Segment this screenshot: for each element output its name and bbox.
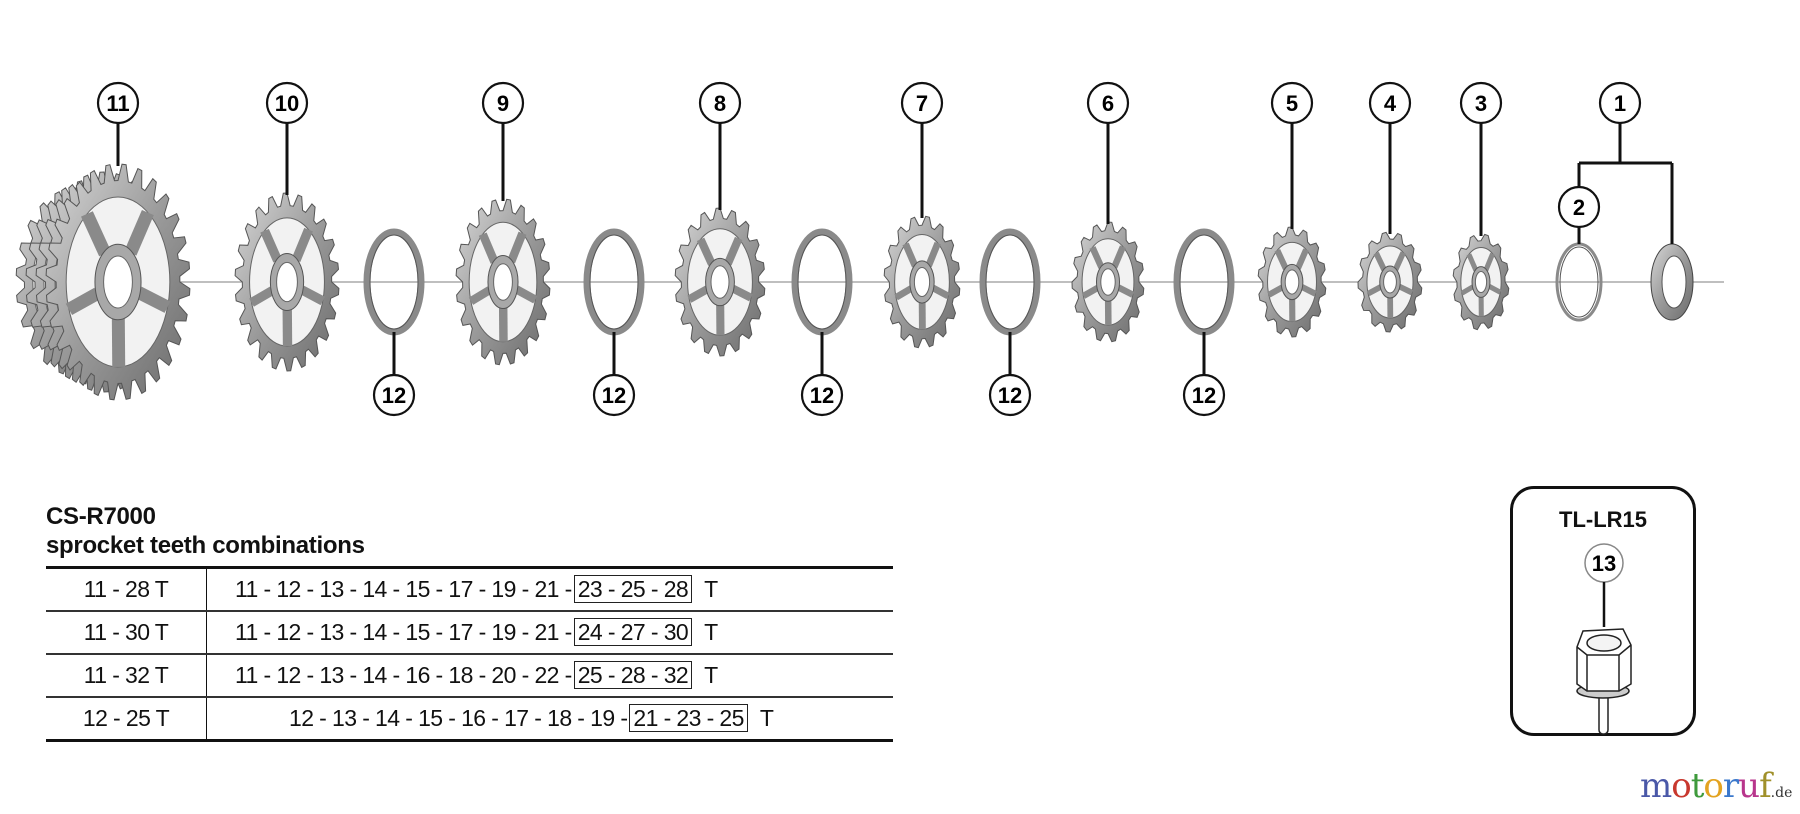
watermark-tld: .de bbox=[1770, 785, 1793, 801]
bracket-leader bbox=[1577, 123, 1674, 244]
watermark-letter: t bbox=[1690, 766, 1705, 806]
callout-spacer-number: 12 bbox=[810, 383, 834, 408]
lockring-1 bbox=[1650, 243, 1694, 321]
callout-7-number: 7 bbox=[916, 91, 928, 116]
table-subtitle: sprocket teeth combinations bbox=[46, 532, 365, 559]
sequence-text: 12 - 13 - 14 - 15 - 16 - 17 - 18 - 19 - bbox=[289, 705, 628, 731]
callout-3-number: 3 bbox=[1475, 91, 1487, 116]
callout-spacer-circle bbox=[800, 373, 844, 417]
callout-7-circle bbox=[900, 81, 944, 125]
callout-1-circle bbox=[1598, 81, 1642, 125]
sequence-cell: 11 - 12 - 13 - 14 - 15 - 17 - 19 - 21 -2… bbox=[206, 611, 893, 655]
tool-name: TL-LR15 bbox=[1559, 507, 1647, 532]
callout-11-number: 11 bbox=[106, 91, 129, 116]
callout-11-circle bbox=[96, 81, 140, 125]
range-cell: 11 - 28 T bbox=[46, 566, 207, 612]
model-name: CS-R7000 bbox=[46, 503, 156, 530]
unit-label: T bbox=[704, 619, 718, 645]
watermark-letter: m bbox=[1640, 766, 1672, 806]
sprocket-6 bbox=[1071, 221, 1145, 343]
callout-spacer-number: 12 bbox=[602, 383, 626, 408]
callout-8-circle bbox=[698, 81, 742, 125]
callout-4-circle bbox=[1368, 81, 1412, 125]
sequence-cell: 12 - 13 - 14 - 15 - 16 - 17 - 18 - 19 -2… bbox=[206, 697, 893, 742]
sprocket-10 bbox=[234, 192, 340, 372]
callout-10-number: 10 bbox=[275, 91, 299, 116]
unit-label: T bbox=[704, 576, 718, 602]
sprocket-5 bbox=[1257, 226, 1327, 338]
sequence-text: 11 - 12 - 13 - 14 - 16 - 18 - 20 - 22 - bbox=[235, 662, 572, 688]
range-cell: 11 - 32 T bbox=[46, 654, 207, 698]
watermark-letter: u bbox=[1738, 766, 1760, 806]
callout-spacer-circle bbox=[592, 373, 636, 417]
sprocket-4 bbox=[1357, 231, 1423, 333]
sprocket-3 bbox=[1452, 233, 1510, 331]
table-title: CS-R7000 sprocket teeth combinations bbox=[46, 502, 365, 560]
callout-6-circle bbox=[1086, 81, 1130, 125]
tool-callout-number: 13 bbox=[1592, 551, 1616, 576]
table-row: 11 - 32 T 11 - 12 - 13 - 14 - 16 - 18 - … bbox=[46, 654, 893, 698]
watermark-letter: f bbox=[1759, 766, 1772, 806]
lockring-tool-illustration: 13 bbox=[1576, 543, 1632, 735]
sequence-cell: 11 - 12 - 13 - 14 - 15 - 17 - 19 - 21 -2… bbox=[206, 566, 893, 612]
callout-2-circle bbox=[1557, 185, 1601, 229]
callout-spacer-number: 12 bbox=[998, 383, 1022, 408]
boxed-sprockets: 23 - 25 - 28 bbox=[573, 575, 693, 603]
sequence-cell: 11 - 12 - 13 - 14 - 16 - 18 - 20 - 22 -2… bbox=[206, 654, 893, 698]
callout-5-circle bbox=[1270, 81, 1314, 125]
boxed-sprockets: 24 - 27 - 30 bbox=[573, 618, 693, 646]
unit-label: T bbox=[704, 662, 718, 688]
callout-1-number: 1 bbox=[1614, 91, 1626, 116]
callout-spacer-number: 12 bbox=[1192, 383, 1216, 408]
unit-label: T bbox=[759, 705, 774, 731]
callout-spacer-circle bbox=[372, 373, 416, 417]
range-cell: 12 - 25 T bbox=[46, 697, 207, 742]
watermark-letter: o bbox=[1703, 766, 1724, 806]
sprocket-cluster-11 bbox=[45, 163, 191, 401]
table-row: 11 - 30 T 11 - 12 - 13 - 14 - 15 - 17 - … bbox=[46, 611, 893, 655]
sprocket-combinations-table: 11 - 28 T 11 - 12 - 13 - 14 - 15 - 17 - … bbox=[46, 566, 893, 742]
callout-9-circle bbox=[481, 81, 525, 125]
callout-3-circle bbox=[1459, 81, 1503, 125]
boxed-sprockets: 21 - 23 - 25 bbox=[629, 704, 748, 732]
callout-4-number: 4 bbox=[1384, 91, 1397, 116]
range-cell: 11 - 30 T bbox=[46, 611, 207, 655]
boxed-sprockets: 25 - 28 - 32 bbox=[573, 661, 693, 689]
watermark-letter: r bbox=[1722, 766, 1739, 806]
table-row: 12 - 25 T 12 - 13 - 14 - 15 - 16 - 17 - … bbox=[46, 697, 893, 742]
callout-2-number: 2 bbox=[1573, 195, 1585, 220]
watermark-letter: o bbox=[1671, 766, 1692, 806]
callout-spacer-circle bbox=[988, 373, 1032, 417]
sprocket-9 bbox=[455, 198, 551, 366]
callout-9-number: 9 bbox=[497, 91, 509, 116]
tool-panel: TL-LR15 13 bbox=[1510, 486, 1696, 736]
callout-8-number: 8 bbox=[714, 91, 726, 116]
callout-spacer-circle bbox=[1182, 373, 1226, 417]
callout-10-circle bbox=[265, 81, 309, 125]
sprocket-8 bbox=[674, 207, 766, 357]
callout-spacer-number: 12 bbox=[382, 383, 406, 408]
sequence-text: 11 - 12 - 13 - 14 - 15 - 17 - 19 - 21 - bbox=[235, 619, 572, 645]
callout-5-number: 5 bbox=[1286, 91, 1298, 116]
sprocket-7 bbox=[883, 215, 961, 349]
table-row: 11 - 28 T 11 - 12 - 13 - 14 - 15 - 17 - … bbox=[46, 566, 893, 612]
motoruf-watermark-logo: motoruf.de bbox=[1640, 766, 1792, 806]
sequence-text: 11 - 12 - 13 - 14 - 15 - 17 - 19 - 21 - bbox=[235, 576, 572, 602]
callout-6-number: 6 bbox=[1102, 91, 1114, 116]
lockring-tool-icon bbox=[1576, 628, 1632, 735]
